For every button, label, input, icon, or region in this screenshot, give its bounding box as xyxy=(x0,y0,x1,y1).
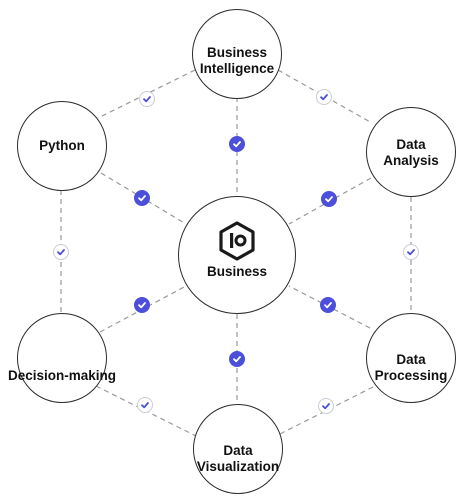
node-data-processing-label: Data Processing xyxy=(361,352,461,384)
check-badge-top-left xyxy=(139,91,155,107)
node-decision-making xyxy=(17,313,107,403)
node-data-analysis xyxy=(366,107,456,197)
check-badge-bottom-right xyxy=(318,398,334,414)
checkmark-icon xyxy=(138,195,146,202)
label-line-1: Business xyxy=(206,45,268,60)
checkmark-icon xyxy=(325,196,333,203)
check-badge-spoke-upper-right xyxy=(321,191,337,207)
check-badge-top-right xyxy=(316,89,332,105)
label-line-2: Intelligence xyxy=(199,61,275,76)
label-line-2: Processing xyxy=(374,368,448,383)
node-python xyxy=(17,101,107,191)
check-badge-bottom-left xyxy=(137,397,153,413)
hexagon-logo-icon xyxy=(218,221,256,261)
checkmark-icon xyxy=(233,141,241,148)
check-badge-right xyxy=(403,244,419,260)
label-line-1: Data xyxy=(223,443,253,458)
node-business-intelligence xyxy=(192,9,282,99)
check-badge-spoke-lower-right xyxy=(320,297,336,313)
checkmark-icon xyxy=(324,302,332,309)
checkmark-icon xyxy=(141,402,149,409)
checkmark-icon xyxy=(320,94,328,101)
checkmark-icon xyxy=(57,249,65,256)
label-line-1: Data xyxy=(396,352,426,367)
node-business-intelligence-label: Business Intelligence xyxy=(187,45,287,77)
checkmark-icon xyxy=(322,403,330,410)
check-badge-left xyxy=(53,244,69,260)
checkmark-icon xyxy=(138,302,146,309)
check-badge-spoke-upper-left xyxy=(134,190,150,206)
node-data-visualization xyxy=(193,404,283,494)
node-data-analysis-label: Data Analysis xyxy=(361,137,461,169)
node-decision-making-label: Decision-making xyxy=(7,368,117,383)
node-python-label: Python xyxy=(39,138,85,153)
label-line-1: Data xyxy=(396,137,426,152)
node-data-processing xyxy=(366,313,456,403)
check-badge-spoke-top xyxy=(229,136,245,152)
node-business-center-label: Business xyxy=(206,264,268,279)
node-business-center xyxy=(178,196,296,314)
check-badge-spoke-lower-left xyxy=(134,297,150,313)
label-line-2: Analysis xyxy=(383,153,439,168)
label-line-2: Visualization xyxy=(196,459,280,474)
checkmark-icon xyxy=(233,356,241,363)
checkmark-icon xyxy=(143,96,151,103)
node-data-visualization-label: Data Visualization xyxy=(183,443,293,475)
checkmark-icon xyxy=(407,249,415,256)
check-badge-spoke-bottom xyxy=(229,351,245,367)
